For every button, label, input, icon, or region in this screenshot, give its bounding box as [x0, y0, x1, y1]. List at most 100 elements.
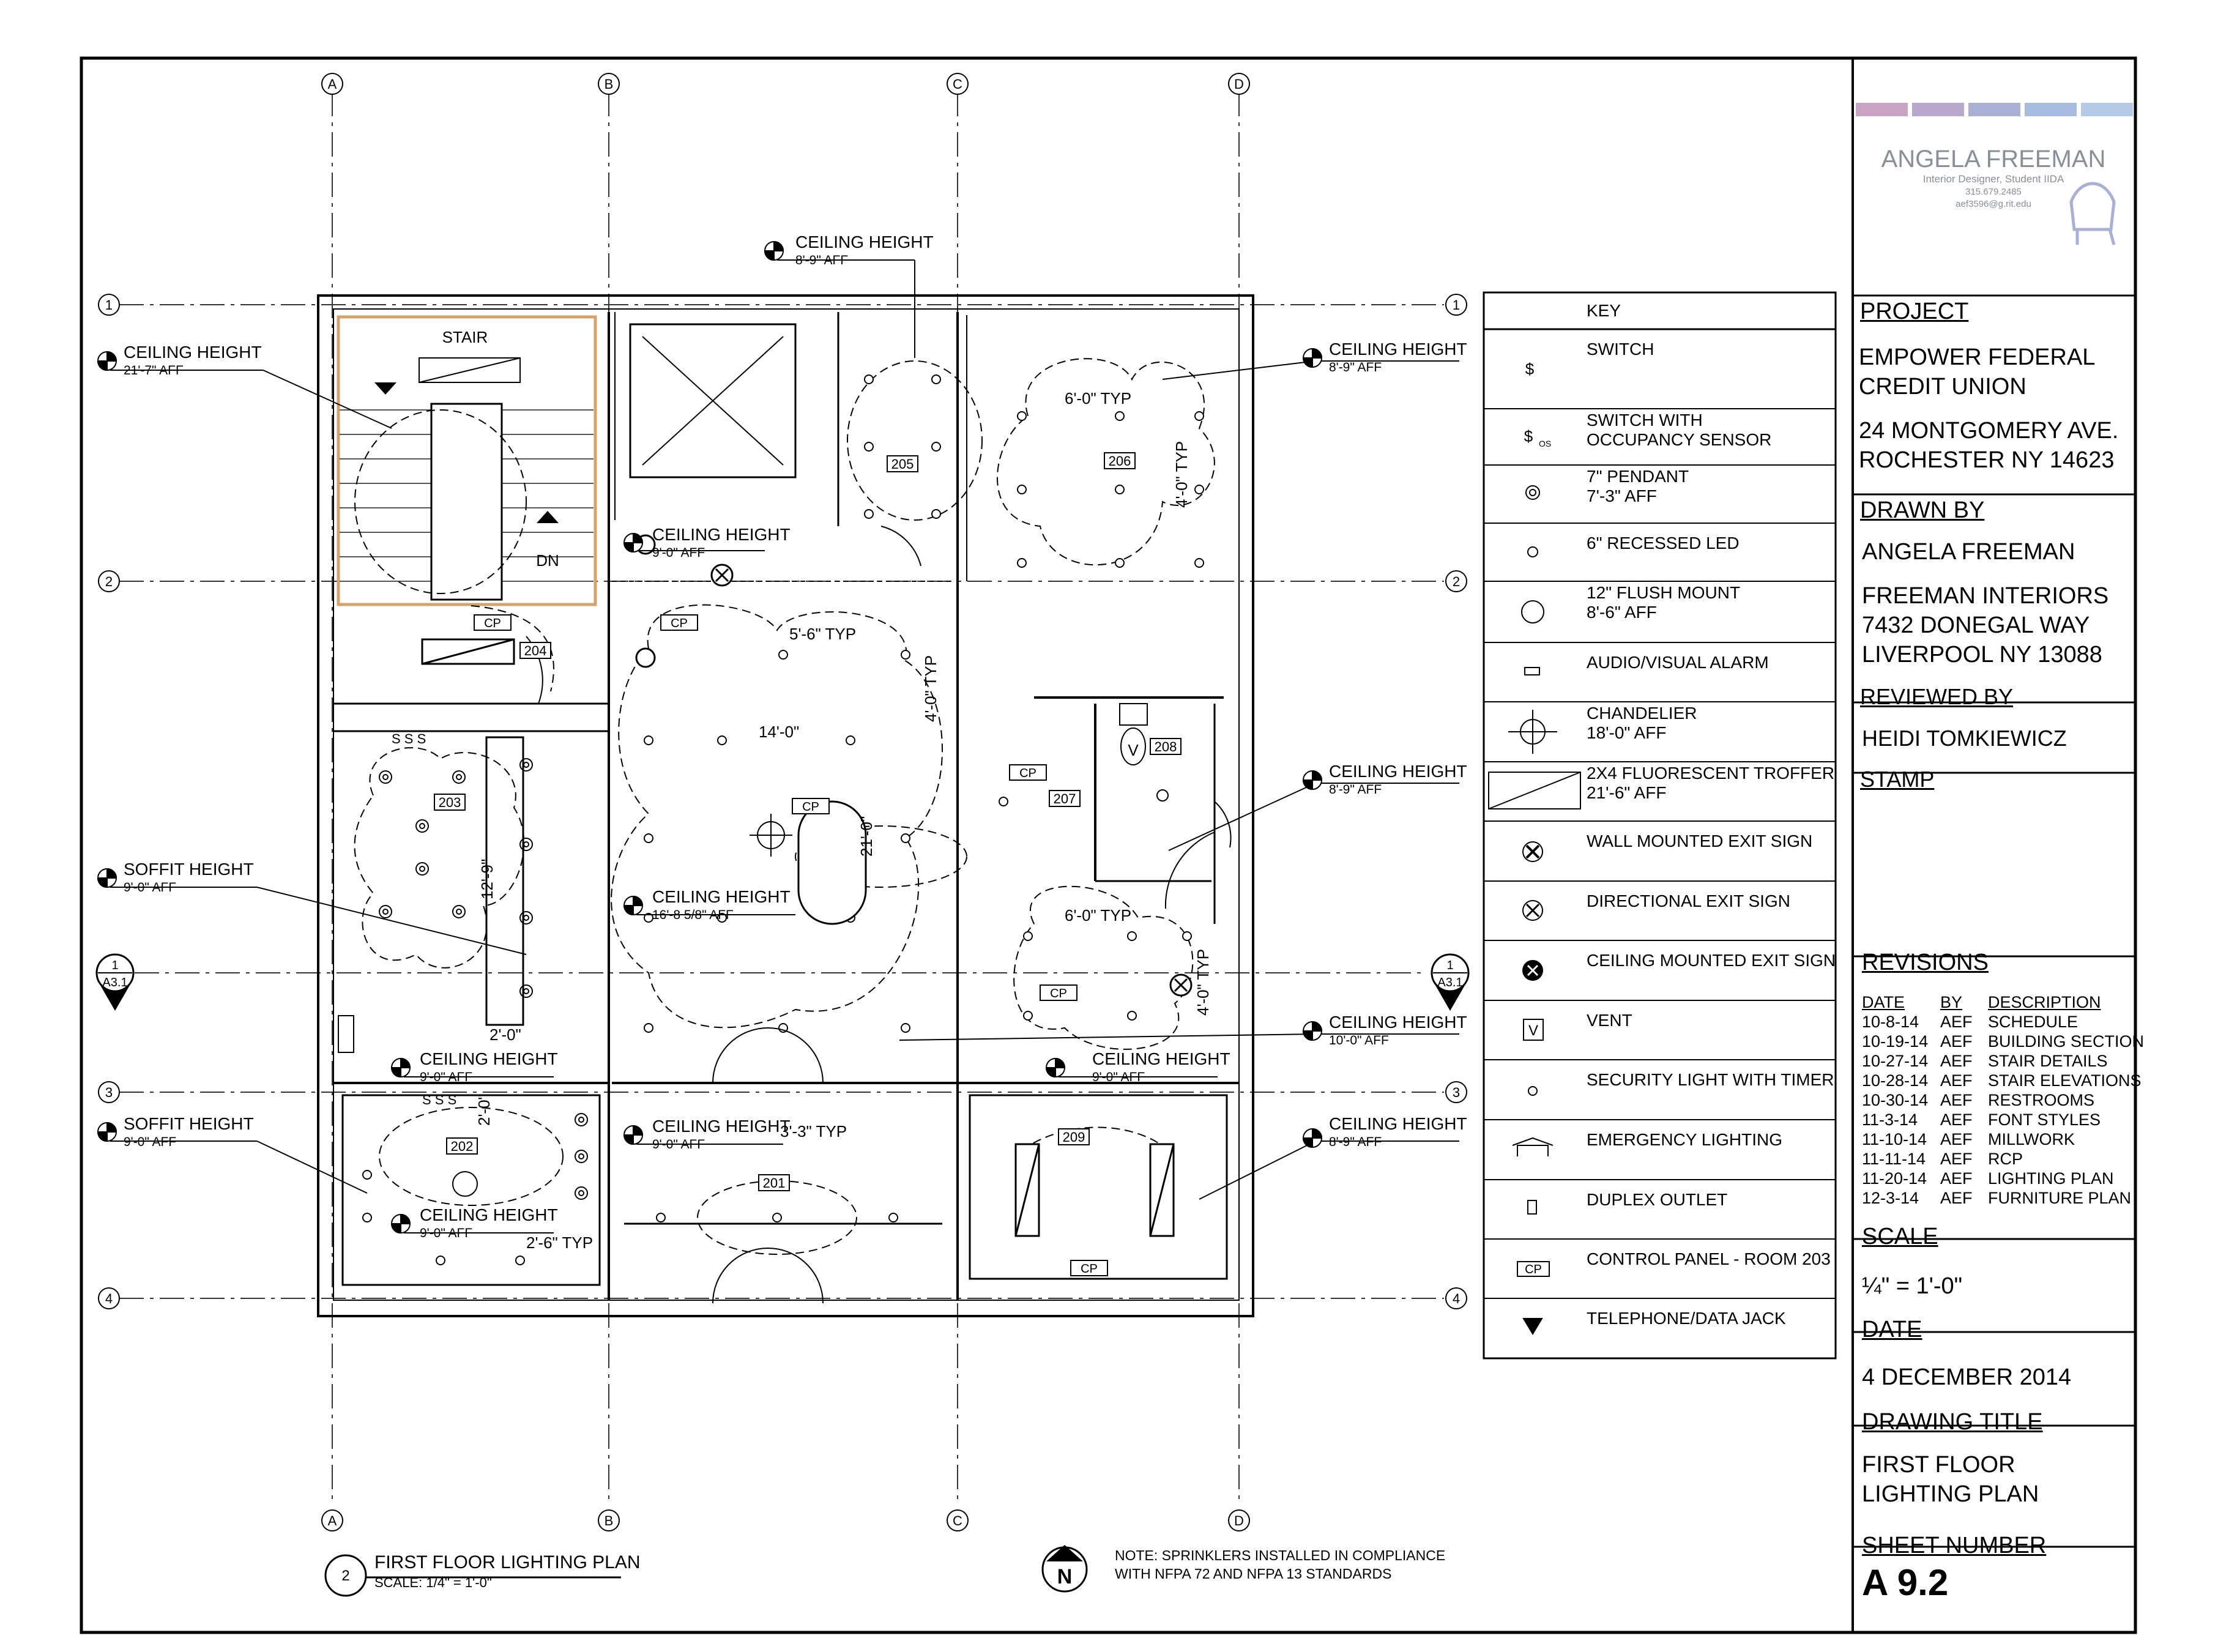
sprinkler-note: NOTE: SPRINKLERS INSTALLED IN COMPLIANCE: [1115, 1547, 1445, 1563]
brand-color-bar: [2025, 103, 2077, 116]
key-item-emergency: EMERGENCY LIGHTING: [1587, 1130, 1782, 1149]
grid-row-4-left: 4: [105, 1291, 113, 1306]
drawing-scale: SCALE: 1/4" = 1'-0": [374, 1575, 492, 1590]
date-heading: DATE: [1862, 1317, 1922, 1342]
room-205: 205: [891, 456, 914, 472]
designer-subtitle: Interior Designer, Student IIDA: [1923, 173, 2064, 185]
room-206: 206: [1109, 453, 1131, 469]
callout-label: CEILING HEIGHT: [1329, 1114, 1467, 1133]
dim-lobby-spacing: 5'-6" TYP: [789, 625, 856, 643]
height-callouts: [110, 259, 1459, 1233]
key-item-ceil-exit: CEILING MOUNTED EXIT SIGN: [1587, 951, 1836, 970]
dim-lobby-width: 14'-0": [759, 723, 799, 741]
chair-logo-icon: [2069, 182, 2116, 245]
exit-signs: [635, 534, 1193, 997]
section-sheet: A3.1: [102, 976, 127, 989]
scale-heading: SCALE: [1862, 1224, 1938, 1249]
brand-color-bar: [1856, 103, 1908, 116]
callout-label: CEILING HEIGHT: [124, 343, 262, 362]
key-item-cp: CONTROL PANEL - ROOM 203: [1587, 1249, 1831, 1268]
drawn-by-firm-line: LIVERPOOL NY 13088: [1862, 642, 2102, 668]
security-light-icon: [1528, 1086, 1538, 1096]
callout-value: 21'-7" AFF: [124, 363, 184, 378]
callout-label: CEILING HEIGHT: [420, 1205, 558, 1224]
cp-label: CP: [802, 800, 819, 814]
key-item-pendant: 7" PENDANT: [1587, 467, 1689, 486]
date-value: 4 DECEMBER 2014: [1862, 1364, 2072, 1390]
emergency-light-icon: [1512, 1137, 1554, 1156]
key-item-$: SWITCH: [1587, 340, 1654, 359]
key-item-phone: TELEPHONE/DATA JACK: [1587, 1309, 1786, 1328]
designer-phone: 315.679.2485: [1965, 187, 2022, 197]
callout-value: 10'-0" AFF: [1329, 1033, 1389, 1047]
drawn-by-name: ANGELA FREEMAN: [1862, 539, 2075, 565]
dim-202-width: 2'-6" TYP: [526, 1233, 593, 1252]
building-walls: [317, 294, 1254, 1317]
drawing-number: 2: [341, 1568, 349, 1584]
key-item-$os: SWITCH WITH: [1587, 411, 1703, 430]
pendant-fixtures: [379, 758, 588, 1200]
drawn-by-firm-line: 7432 DONEGAL WAY: [1862, 612, 2090, 638]
callout-label: CEILING HEIGHT: [1329, 762, 1467, 781]
designer-name: ANGELA FREEMAN: [1881, 146, 2106, 173]
height-markers: [97, 240, 1323, 1234]
cp-label: CP: [1081, 1262, 1098, 1276]
revision-cell: AEF: [1940, 1091, 1973, 1109]
grid-col-d-bottom: D: [1234, 1513, 1244, 1528]
section-number: 1: [111, 959, 118, 972]
key-item-troffer: 2X4 FLUORESCENT TROFFER: [1587, 764, 1834, 783]
revision-cell: RCP: [1988, 1150, 2023, 1168]
grid-row-3-left: 3: [105, 1085, 113, 1100]
key-item-wall-exit: WALL MOUNTED EXIT SIGN: [1587, 832, 1812, 850]
callout-value: 9'-0" AFF: [124, 880, 176, 895]
key-item-chandelier: 18'-0" AFF: [1587, 723, 1666, 742]
revision-cell: LIGHTING PLAN: [1988, 1169, 2114, 1188]
revision-cell: AEF: [1940, 1052, 1973, 1070]
callout-label: CEILING HEIGHT: [1329, 1013, 1467, 1032]
drawing-title-line: FIRST FLOOR: [1862, 1452, 2015, 1478]
sheet-border: [80, 56, 2137, 1634]
north-label: N: [1057, 1565, 1073, 1588]
grid-row-1-right: 1: [1453, 297, 1460, 313]
key-title: KEY: [1587, 301, 1621, 320]
cp-label: CP: [671, 617, 688, 630]
dim-206-depth: 4'-0" TYP: [1172, 441, 1191, 508]
room-209: 209: [1063, 1129, 1085, 1145]
dim-201-spacing: 3'-3" TYP: [780, 1122, 847, 1140]
callout-label: SOFFIT HEIGHT: [124, 1114, 254, 1133]
stair-dn-label: DN: [536, 551, 559, 570]
callout-value: 8'-9" AFF: [1329, 783, 1382, 797]
key-symbols: $ $ OS V CP: [1488, 360, 1581, 1335]
revision-cell: AEF: [1940, 1169, 1973, 1188]
key-item-flush: 12" FLUSH MOUNT: [1587, 583, 1740, 602]
key-item-flush: 8'-6" AFF: [1587, 603, 1657, 622]
revision-cell: AEF: [1940, 1071, 1973, 1090]
drawing-title-line: LIGHTING PLAN: [1862, 1481, 2039, 1507]
chandelier: [750, 814, 792, 857]
drawn-by-firm-line: FREEMAN INTERIORS: [1862, 583, 2109, 609]
grid-col-a-top: A: [328, 76, 337, 92]
stair: STAIR DN: [337, 315, 597, 606]
revision-cell: 12-3-14: [1862, 1189, 1919, 1207]
revision-cell: FURNITURE PLAN: [1988, 1189, 2132, 1207]
revision-cell: AEF: [1940, 1013, 1973, 1031]
revision-cell: AEF: [1940, 1130, 1973, 1148]
grid-col-b-top: B: [605, 76, 614, 92]
sheet-number-heading: SHEET NUMBER: [1862, 1533, 2047, 1558]
project-address-line: 24 MONTGOMERY AVE.: [1859, 418, 2119, 444]
grid-col-c-top: C: [953, 76, 962, 92]
callout-label: SOFFIT HEIGHT: [124, 860, 254, 879]
revision-cell: STAIR ELEVATIONS: [1988, 1071, 2142, 1090]
row-bubbles: [98, 294, 1467, 1309]
callout-value: 16'-8 5/8" AFF: [652, 908, 734, 922]
revision-row: 10-8-14 AEF SCHEDULE: [1862, 1012, 2129, 1032]
recessed-fixtures: [362, 374, 1204, 1265]
revision-cell: SCHEDULE: [1988, 1013, 2078, 1031]
revision-cell: 10-8-14: [1862, 1013, 1919, 1031]
sheet-number-value: A 9.2: [1862, 1562, 1949, 1603]
room-tags: [434, 452, 1182, 1191]
